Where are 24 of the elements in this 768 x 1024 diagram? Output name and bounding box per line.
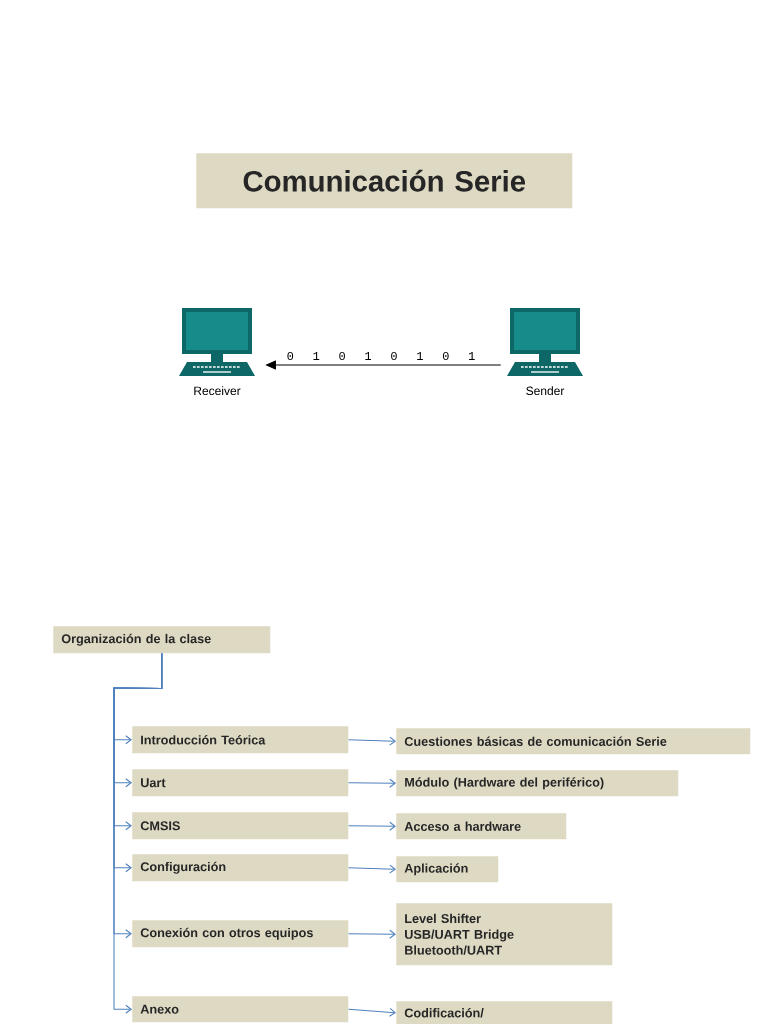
arrow [348,929,396,939]
node-caption: Receiver [194,386,241,396]
node-caption: Sender [526,386,565,396]
arrow [348,778,396,788]
label-box: Codificación/ [396,1001,613,1024]
label-box: Aplicación [396,856,499,883]
label-box: Acceso a hardware [396,813,567,840]
label-box: Organización de la clase [53,626,271,654]
label-box: Comunicación Serie [196,153,573,209]
arrow [113,653,163,1014]
label-box: Anexo [132,996,349,1023]
label-box: Level Shifter USB/UART Bridge Bluetooth/UART [396,903,613,966]
label-box: Introducción Teórica [132,726,349,754]
label-box: Uart [132,769,349,797]
label-box: Configuración [132,854,349,882]
label-box: Conexión con otros equipos [132,920,349,948]
label-box: CMSIS [132,812,349,840]
arrow [348,1007,396,1017]
arrow [348,736,396,746]
arrow [348,864,396,874]
label-box: Cuestiones básicas de comunicación Serie [396,728,751,755]
label-box: Módulo (Hardware del periférico) [396,770,679,797]
arrow [348,821,396,831]
edge-label: 0 1 0 1 0 1 0 1 [285,350,477,362]
